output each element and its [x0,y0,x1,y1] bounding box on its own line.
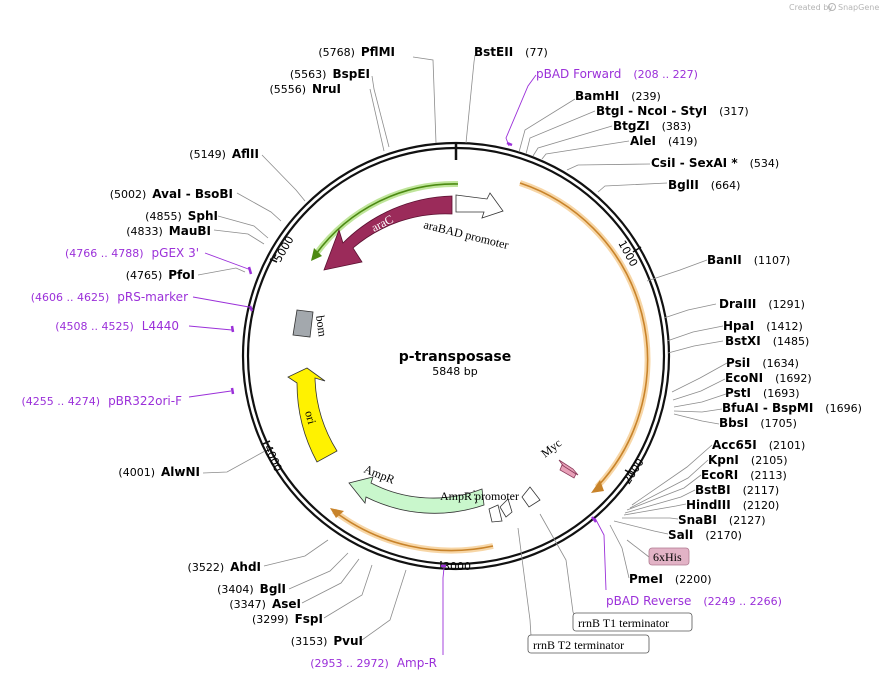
site-label[interactable]: AleI(419) [630,134,698,148]
backbone [241,141,671,571]
feature-label-bom: bom [313,314,330,338]
primer-label[interactable]: (4606 .. 4625)pRS-marker [31,290,188,304]
his-label: 6xHis [653,550,682,564]
feature-label-myc: Myc [538,436,564,461]
primer-label[interactable]: pBAD Forward(208 .. 227) [536,67,698,81]
site-label[interactable]: (3299)FspI [252,612,323,626]
site-label[interactable]: EcoNI(1692) [725,371,812,385]
orf-arcs [311,180,651,554]
site-label[interactable]: BfuAI - BspMI(1696) [722,401,862,415]
site-label[interactable]: (5563)BspEI [290,67,370,81]
feature-bom[interactable] [292,309,314,338]
site-label[interactable]: (3153)PvuI [291,634,363,648]
feature-ampr[interactable] [348,476,485,514]
rrnb-t1-box[interactable] [572,612,693,632]
site-label[interactable]: BstXI(1485) [725,334,809,348]
site-label[interactable]: BtgZI(383) [613,119,691,133]
ampr-orf-arc [333,510,494,552]
transposase-orf-arc [519,182,649,488]
ampr-orf-arrowhead [330,508,344,518]
site-label[interactable]: BtgI - NcoI - StyI(317) [596,104,749,118]
site-label[interactable]: (4855)SphI [145,209,218,223]
rrnb-t1-label: rrnB T1 terminator [578,616,669,630]
his-leader [626,539,650,558]
feature-ori[interactable] [287,367,338,463]
site-label[interactable]: BanII(1107) [707,253,790,267]
site-label[interactable]: (4765)PfoI [126,268,195,282]
site-label[interactable]: BbsI(1705) [719,416,797,430]
site-labels: (5768)PflMI BstEII(77) (5563)BspEI (5556… [110,45,862,648]
credit-brand: SnapGene [838,3,879,12]
site-label[interactable]: (3404)BglI [217,582,286,596]
site-label[interactable]: PmeI(2200) [629,572,711,586]
site-label[interactable]: (5768)PflMI [318,45,395,59]
site-label[interactable]: KpnI(2105) [708,453,787,467]
feature-label-arabad-promoter: araBAD promoter [422,217,510,252]
site-label[interactable]: SalI(2170) [668,528,742,542]
site-label[interactable]: EcoRI(2113) [701,468,787,482]
site-label[interactable]: CsiI - SexAI *(534) [651,156,779,170]
tick-mark [262,440,271,445]
tick-label: 5000 [271,234,296,265]
primer-leaders [188,74,607,655]
site-label[interactable]: HpaI(1412) [723,319,803,333]
boxed-labels: 6xHis rrnB T1 terminator rrnB T2 termina… [517,513,693,654]
primer-label[interactable]: pBAD Reverse(2249 .. 2266) [606,594,782,608]
tick-mark [269,258,278,263]
plasmid-length: 5848 bp [432,365,477,378]
site-label[interactable]: BamHI(239) [575,89,661,103]
primer-label[interactable]: (4766 .. 4788)pGEX 3' [65,246,199,260]
his-box[interactable] [648,547,690,566]
site-label[interactable]: (3347)AseI [229,597,301,611]
site-label[interactable]: (5149)AflII [189,147,259,161]
arac-orf-arrowhead [311,248,322,261]
site-label[interactable]: DraIII(1291) [719,297,805,311]
site-label[interactable]: SnaBI(2127) [678,513,765,527]
site-label[interactable]: PsiI(1634) [726,356,799,370]
transposase-orf-arrowhead [591,480,604,493]
feature-ampr-promoter-small[interactable] [488,504,503,523]
plasmid-name: p-transposase [399,349,511,365]
plasmid-center: p-transposase 5848 bp [399,349,511,378]
feature-myc[interactable] [558,459,579,476]
site-label[interactable]: BstEII(77) [474,45,548,59]
site-label[interactable]: (4833)MauBI [126,224,211,238]
tick-mark [624,469,633,475]
snapgene-logo-icon [828,3,836,11]
site-label[interactable]: (3522)AhdI [188,560,261,574]
site-label[interactable]: BglII(664) [668,178,740,192]
site-leaders [197,54,728,641]
credit: Created by SnapGene [789,3,879,12]
arac-orf-arc [315,183,459,255]
site-label[interactable]: PstI(1693) [725,386,800,400]
primer-label[interactable]: (2953 .. 2972)Amp-R [310,656,437,670]
feature-label-ampr-promoter: AmpR promoter [440,489,519,503]
site-label[interactable]: HindIII(2120) [686,498,779,512]
primer-label[interactable]: (4508 .. 4525)L4440 [55,319,179,333]
site-label[interactable]: (5556)NruI [269,82,341,96]
rrnb-t2-label: rrnB T2 terminator [533,638,624,652]
ampr-divider [473,489,477,506]
tick-mark [632,246,642,253]
feature-label-ori: ori [302,409,319,426]
feature-arac[interactable] [323,195,453,271]
feature-myc-arrowhead [559,464,577,479]
feature-ampr-promoter[interactable] [499,498,513,518]
rrnb-t2-box[interactable] [527,634,650,654]
tick-label: 2000 [621,456,647,487]
site-label[interactable]: Acc65I(2101) [712,438,805,452]
primer-label[interactable]: (4255 .. 4274)pBR322ori-F [22,394,183,408]
primer-labels: pBAD Forward(208 .. 227) (4766 .. 4788)p… [22,67,782,670]
tick-label: 3000 [443,560,471,573]
site-label[interactable]: (5002)AvaI - BsoBI [110,187,233,201]
feature-small-promoter[interactable] [521,486,541,508]
site-label[interactable]: (4001)AlwNI [118,465,200,479]
credit-text: Created by [789,3,833,12]
feature-arabad-promoter[interactable] [455,192,504,219]
tick-label: 4000 [261,443,284,474]
site-label[interactable]: BstBI(2117) [695,483,779,497]
